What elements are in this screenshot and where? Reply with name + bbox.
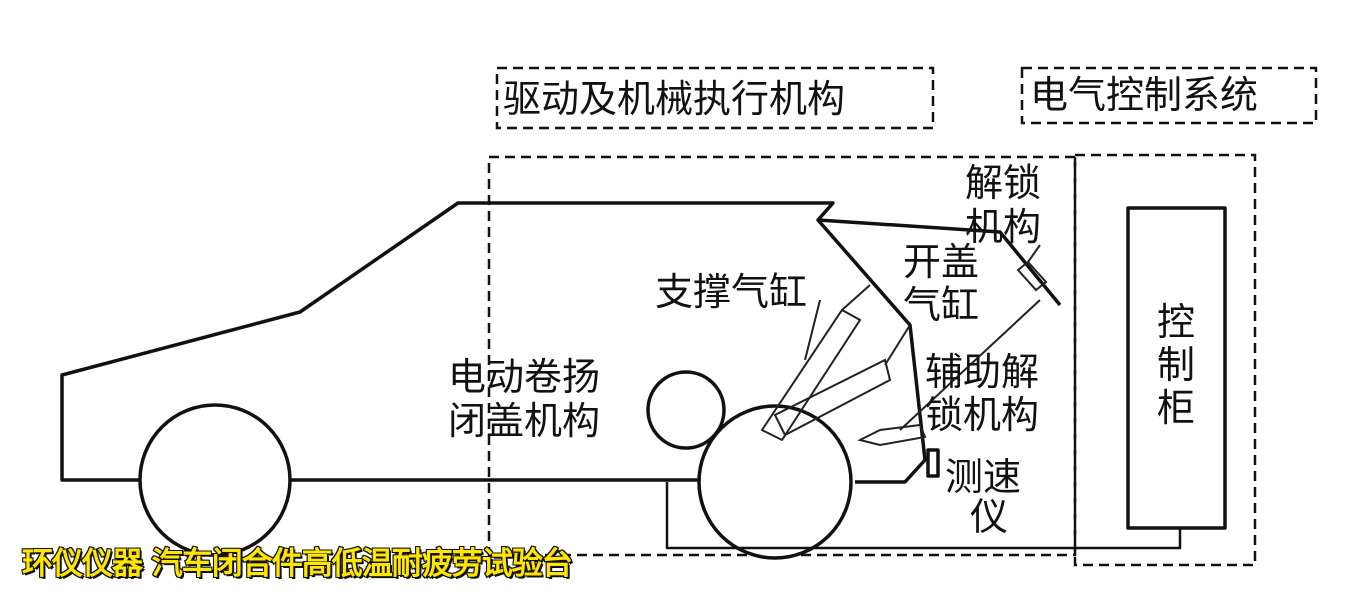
electrical-system-label: 电气控制系统 bbox=[1030, 73, 1258, 117]
car-body bbox=[60, 201, 927, 484]
winch-label-2: 闭盖机构 bbox=[448, 399, 600, 443]
control-cabinet bbox=[1126, 206, 1227, 530]
open-cylinder-label-1: 开盖 bbox=[903, 240, 979, 284]
open-cylinder-label-2: 气缸 bbox=[903, 283, 979, 327]
cable bbox=[665, 482, 1182, 550]
speed-sensor bbox=[926, 448, 940, 478]
unlock-mechanism bbox=[1016, 260, 1048, 292]
aux-unlock-label-2: 锁机构 bbox=[925, 393, 1039, 437]
unlock-label-2: 机构 bbox=[965, 205, 1041, 249]
open-tailgate bbox=[817, 218, 1062, 307]
rear-wheel bbox=[697, 404, 853, 560]
drive-system-box bbox=[495, 66, 935, 130]
winch bbox=[646, 370, 726, 450]
drive-system-label: 驱动及机械执行机构 bbox=[503, 77, 845, 121]
aux-unlock-mechanism bbox=[857, 299, 1041, 447]
electrical-system-box bbox=[1020, 66, 1318, 125]
speed-label-1: 测速 bbox=[945, 455, 1021, 499]
caption-banner: 环仪仪器 汽车闭合件高低温耐疲劳试验台 bbox=[21, 545, 574, 583]
cabinet-label-3: 柜 bbox=[1157, 386, 1195, 430]
front-wheel bbox=[138, 403, 292, 557]
speed-label-2: 仪 bbox=[970, 495, 1008, 539]
cabinet-label-2: 制 bbox=[1157, 343, 1195, 387]
control-region bbox=[1073, 153, 1257, 567]
open-cylinder bbox=[773, 358, 892, 437]
winch-label-1: 电动卷扬 bbox=[448, 355, 600, 399]
cabinet-label-1: 控 bbox=[1157, 300, 1195, 344]
support-cylinder bbox=[760, 308, 862, 442]
support-cylinder-label: 支撑气缸 bbox=[655, 270, 807, 314]
aux-unlock-label-1: 辅助解 bbox=[925, 350, 1039, 394]
unlock-label-1: 解锁 bbox=[965, 161, 1041, 205]
